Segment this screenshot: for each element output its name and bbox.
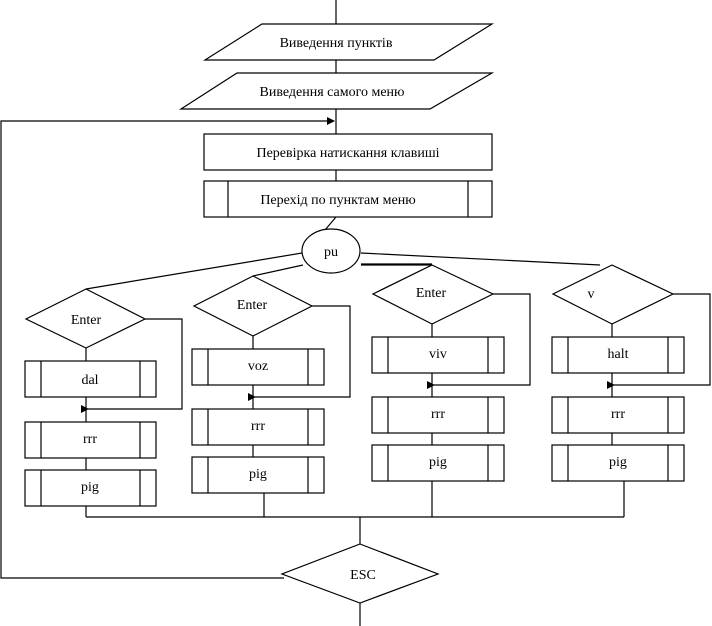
no-branch-arrow [607,293,711,389]
io-output-items: Виведення пунктів [202,23,495,61]
step-label: pig [609,455,627,470]
decision-label: Enter [71,313,102,328]
action-label: dal [81,373,98,388]
subprocess-pig [24,469,157,507]
subprocess-pig [551,444,685,482]
branch-2: Enter voz rrr pig [191,275,351,517]
branch-line-1 [85,252,303,290]
io-output-menu: Виведення самого меню [178,72,495,110]
branch-line-2 [252,264,304,277]
process-check-key-label: Перевірка натискання клавиші [256,146,439,161]
action-label: viv [429,347,447,362]
decision-esc: ESC [280,543,440,604]
step-label: rrr [251,419,265,434]
decision-label: Enter [237,298,268,313]
subprocess-viv [371,336,505,374]
connector-pu-label: pu [324,245,338,260]
step-label: pig [249,467,267,482]
subprocess-voz [191,348,325,386]
step-label: pig [81,480,99,495]
branch-line-4 [360,252,601,266]
subprocess-pig [191,456,325,494]
branch-1: Enter dal rrr pig [24,288,183,517]
subprocess-rrr [371,396,505,434]
action-label: halt [608,347,629,362]
no-branch-arrow [427,293,531,389]
subprocess-rrr [191,408,325,446]
subprocess-menu-navigation: Перехід по пунктам меню [203,180,493,218]
io-output-items-label: Виведення пунктів [280,36,393,51]
step-label: rrr [431,407,445,422]
step-label: rrr [83,432,97,447]
branch-3: Enter viv rrr pig [371,264,531,517]
branch-4: v halt rrr pig [551,264,711,517]
subprocess-pig [371,444,505,482]
subprocess-halt [551,336,685,374]
decision-v [551,264,675,325]
step-label: rrr [611,407,625,422]
decision-label: v [588,287,595,302]
decision-esc-label: ESC [350,568,376,583]
subprocess-dal [24,360,157,398]
loop-back-arrow [0,117,335,579]
connector-pu: pu [301,228,361,274]
connector-line [324,216,337,231]
step-label: pig [429,455,447,470]
no-branch-arrow [81,318,183,413]
subprocess-rrr [24,421,157,459]
action-label: voz [248,359,268,374]
process-check-key: Перевірка натискання клавиші [203,133,493,171]
subprocess-menu-navigation-label: Перехід по пунктам меню [260,193,415,208]
decision-label: Enter [416,286,447,301]
no-branch-arrow [248,305,351,401]
io-output-menu-label: Виведення самого меню [259,85,404,100]
subprocess-rrr [551,396,685,434]
